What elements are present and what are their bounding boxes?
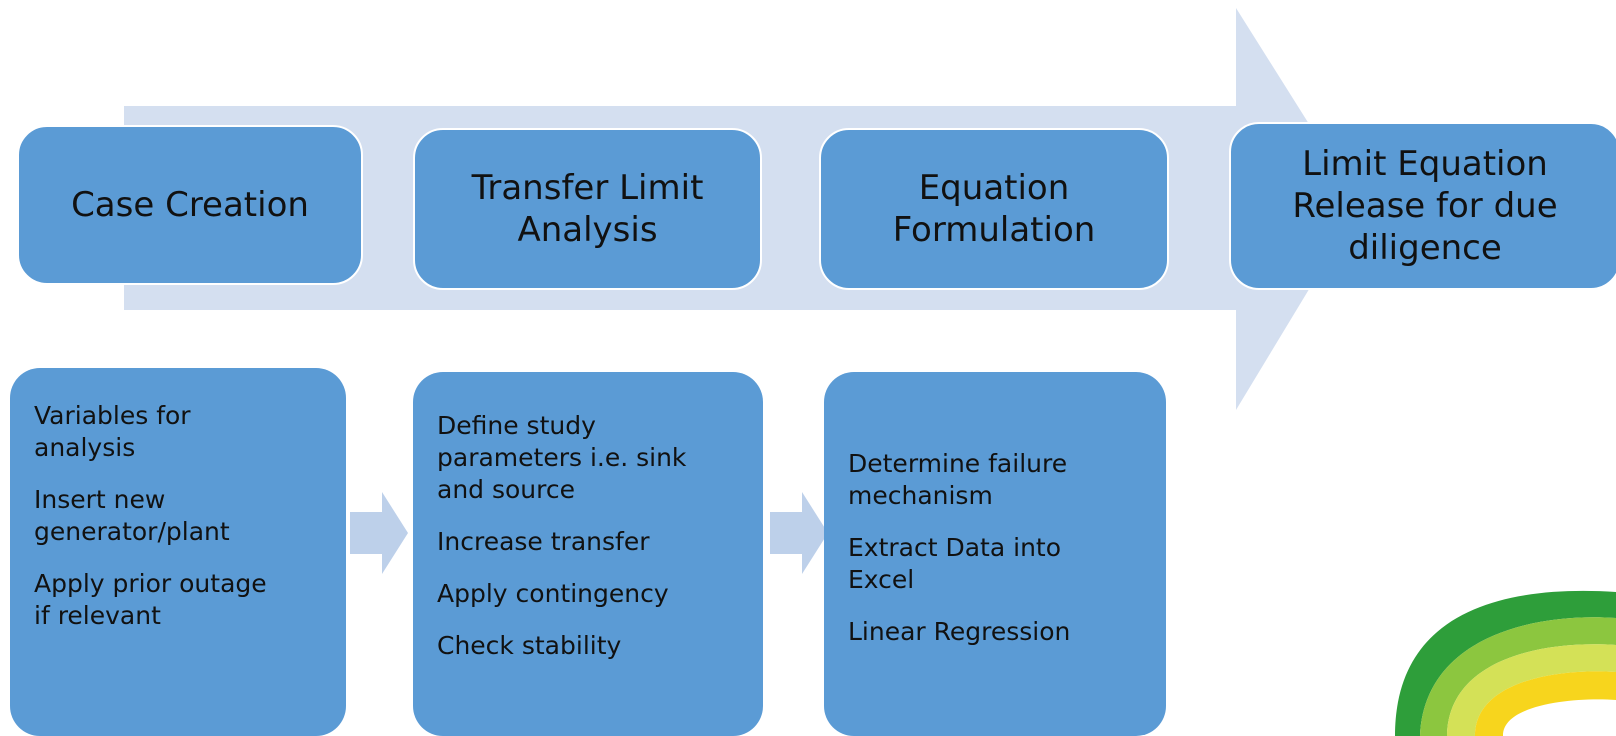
detail-item: Define study parameters i.e. sink and so…	[437, 411, 687, 504]
stage-transfer-limit-analysis: Transfer Limit Analysis	[413, 128, 762, 290]
detail-box-transfer-limit-analysis: Define study parameters i.e. sink and so…	[413, 372, 763, 736]
logo-ring-3	[1447, 644, 1616, 736]
detail-box-equation-formulation: Determine failure mechanism Extract Data…	[824, 372, 1166, 736]
stage-label: Equation Formulation	[892, 168, 1096, 250]
logo-ring-inner	[1475, 671, 1616, 736]
detail-item: Extract Data into Excel	[848, 533, 1062, 594]
brand-logo-icon	[1395, 590, 1616, 736]
stage-label: Transfer Limit Analysis	[471, 168, 704, 250]
logo-ring-2	[1420, 617, 1616, 736]
chevron-right-icon	[770, 492, 828, 574]
detail-item: Insert new generator/plant	[34, 485, 230, 546]
stage-label: Case Creation	[71, 185, 309, 225]
detail-item: Check stability	[437, 631, 622, 660]
detail-item: Apply contingency	[437, 579, 669, 608]
detail-item: Variables for analysis	[34, 401, 191, 462]
detail-item: Determine failure mechanism	[848, 449, 1068, 510]
stage-label: Limit Equation Release for due diligence	[1292, 144, 1558, 268]
detail-box-case-creation: Variables for analysis Insert new genera…	[10, 368, 346, 736]
detail-item: Linear Regression	[848, 617, 1071, 646]
stage-case-creation: Case Creation	[17, 125, 363, 285]
stage-limit-equation-release: Limit Equation Release for due diligence	[1229, 122, 1616, 290]
chevron-right-icon	[350, 492, 408, 574]
detail-item: Apply prior outage if relevant	[34, 569, 267, 630]
stage-equation-formulation: Equation Formulation	[819, 128, 1169, 290]
logo-ring-outer	[1395, 590, 1616, 736]
detail-item: Increase transfer	[437, 527, 650, 556]
